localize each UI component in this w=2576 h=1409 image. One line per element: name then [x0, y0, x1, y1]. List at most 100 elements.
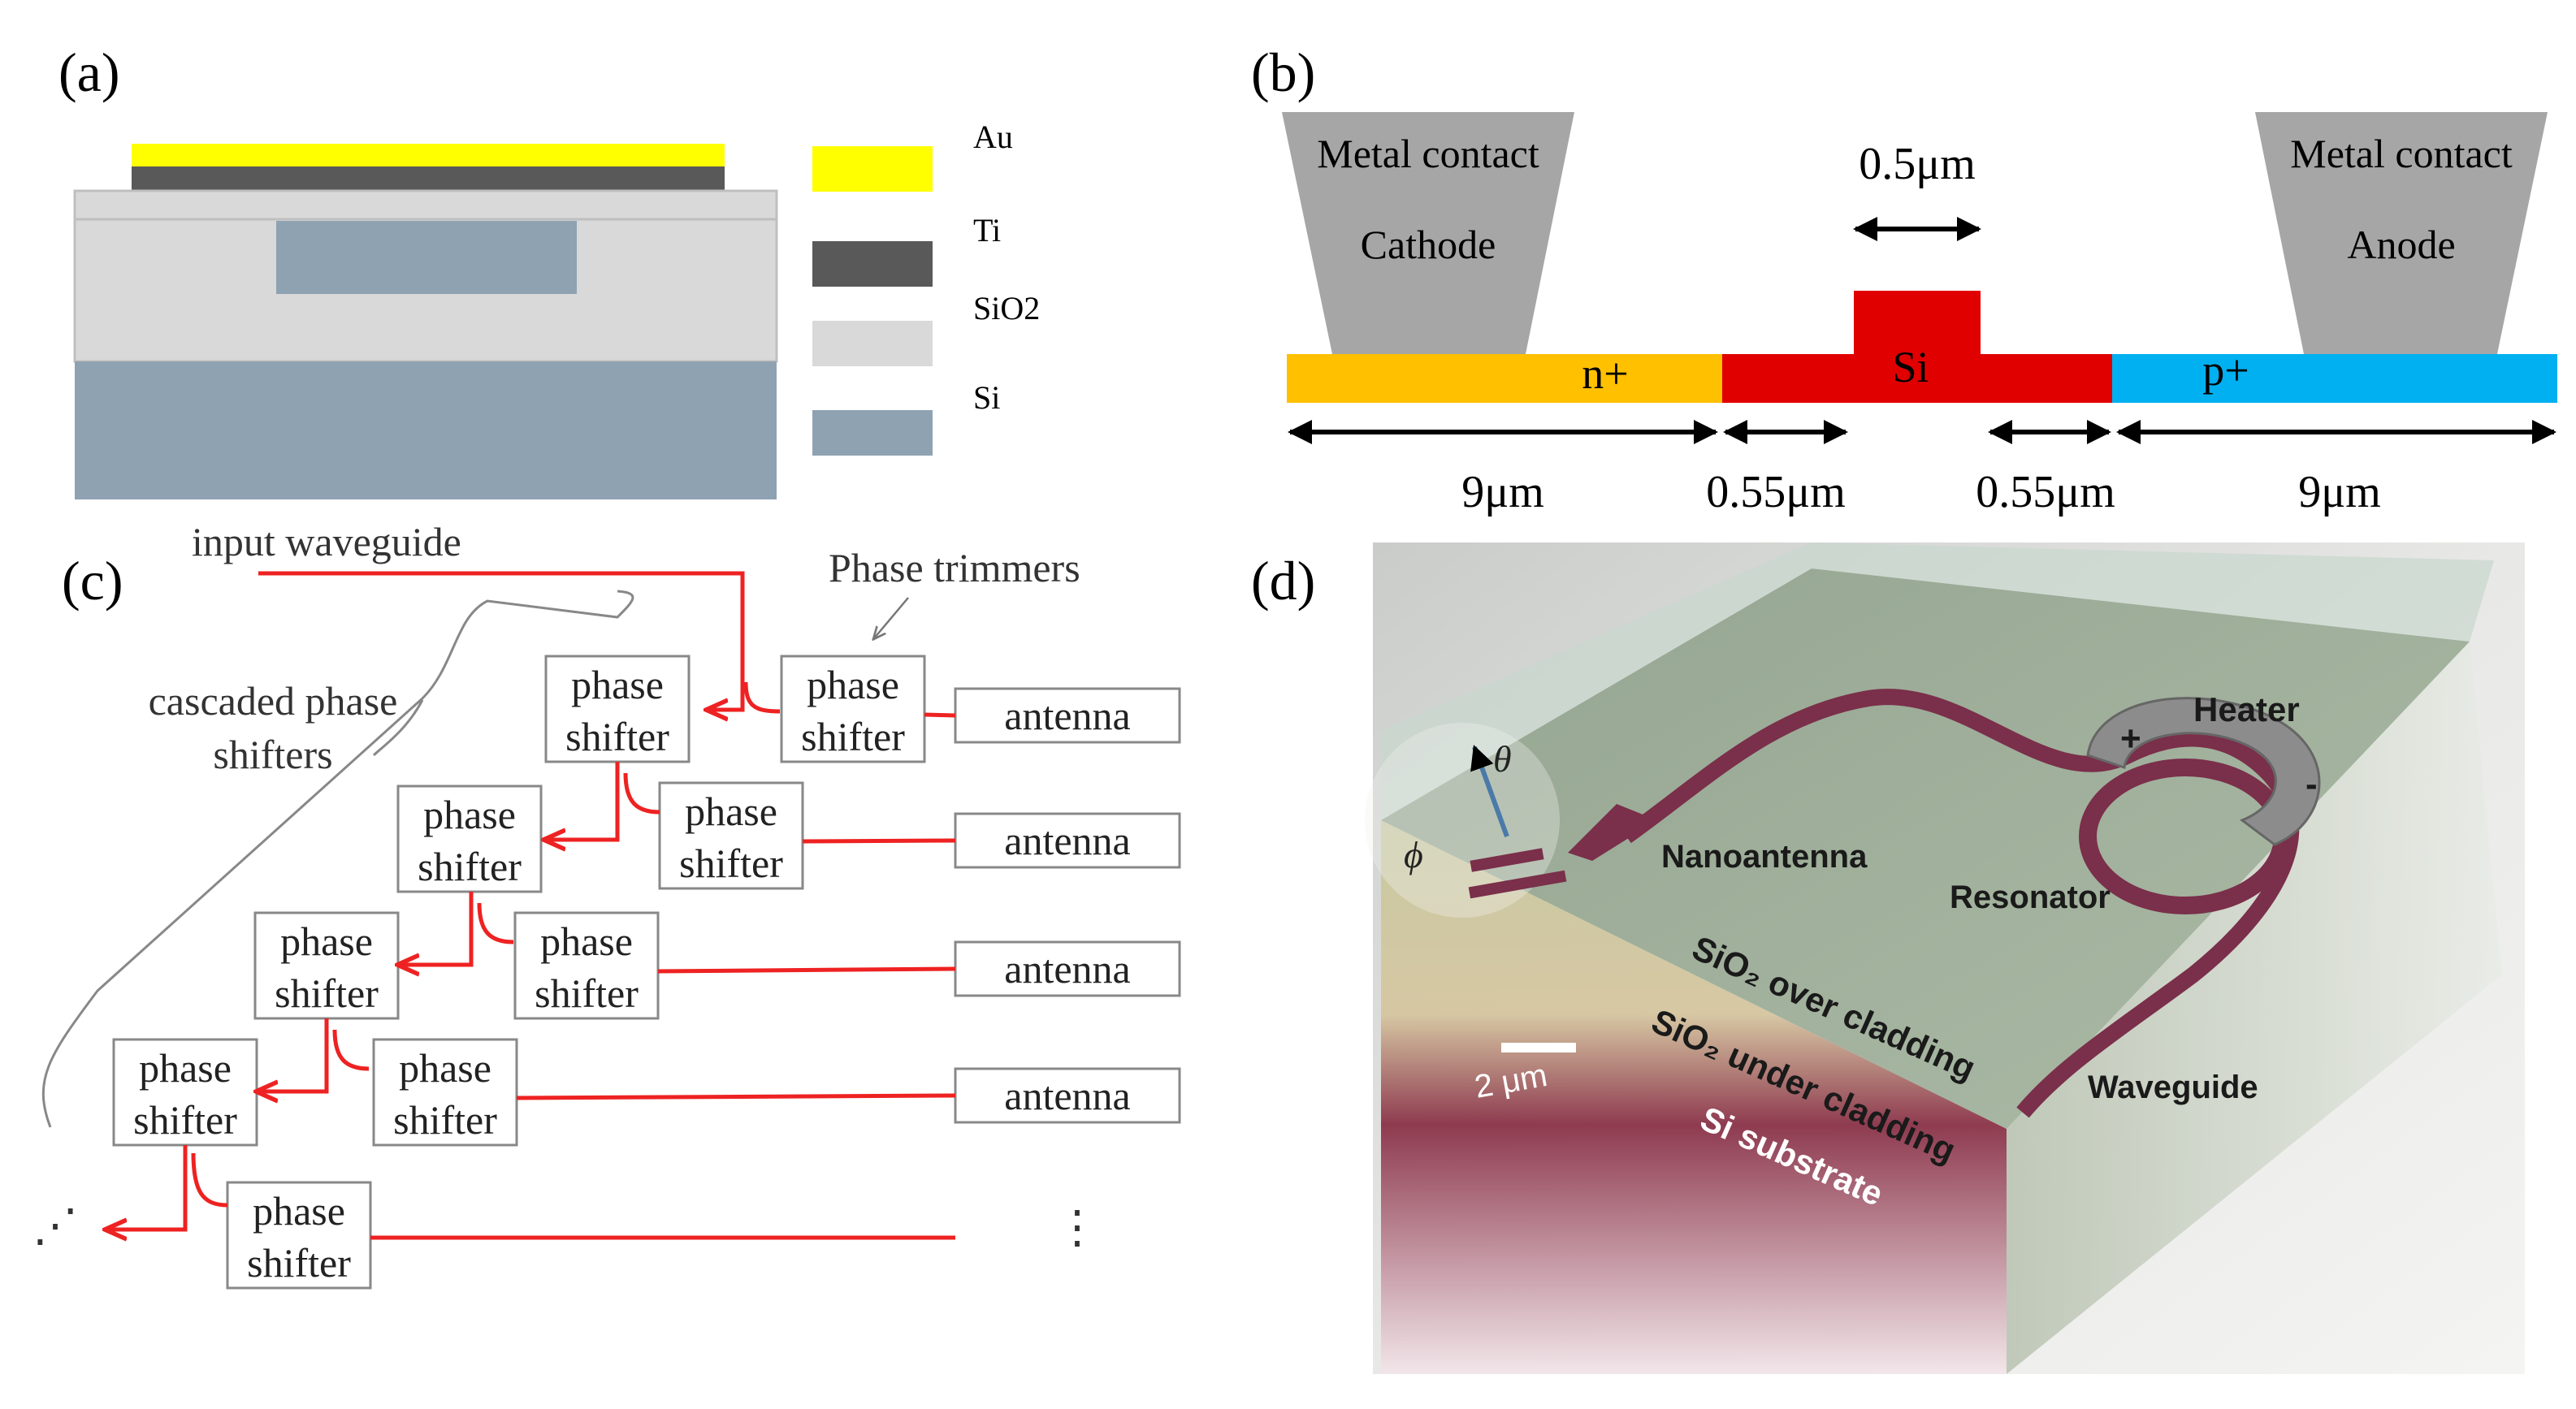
coupler-hook-3	[477, 902, 514, 944]
phase-shifter-network: phase shifter phase shifter antenna phase shif…	[107, 571, 1181, 1290]
p-doped-region	[2112, 354, 2557, 403]
cascaded-phase-shifter-3-label-line2: shifter	[275, 970, 379, 1016]
scale-bar	[1501, 1043, 1576, 1052]
antenna-3	[954, 940, 1181, 997]
coupler-hook-4	[332, 1029, 370, 1071]
trimmer-phase-shifter-3-label-line1: phase	[540, 918, 633, 964]
antenna-3-label: antenna	[1004, 946, 1130, 992]
legend-swatch-ti	[812, 241, 933, 287]
anode-label-line2: Anode	[2347, 222, 2455, 267]
trimmer-phase-shifter-2	[658, 781, 804, 890]
cascaded-phase-shifter-1-label-line2: shifter	[565, 714, 669, 759]
heater-element	[2086, 697, 2321, 846]
trimmer-phase-shifter-1-label-line2: shifter	[801, 714, 905, 759]
coupler-hook-5	[191, 1152, 228, 1208]
ellipsis-left: ⋰	[32, 1201, 78, 1251]
trimmer-phase-shifter-4-label-line1: phase	[399, 1045, 491, 1091]
ti-layer	[132, 166, 725, 191]
chip-front-face	[1381, 820, 2007, 1374]
trimmer-to-antenna-line-3	[657, 966, 956, 974]
resonator-label: Resonator	[1950, 880, 2111, 915]
panel-d-label: (d)	[1251, 550, 1315, 612]
cascaded-phase-shifter-4	[112, 1038, 258, 1147]
p-label: p+	[2202, 346, 2249, 395]
cathode-label-line1: Metal contact	[1317, 131, 1539, 176]
trimmer-phase-shifter-2-label-line1: phase	[685, 789, 777, 834]
cascade-link-2	[400, 892, 474, 965]
cascaded-phase-shifter-2-label-line1: phase	[423, 792, 516, 837]
chip-side-face	[2007, 642, 2502, 1374]
trimmer-phase-shifter-5-label-line1: phase	[253, 1188, 345, 1234]
cathode-label-line2: Cathode	[1361, 222, 1496, 267]
beam-glow	[1365, 723, 1560, 918]
cascaded-phase-shifter-4-label-line2: shifter	[133, 1097, 237, 1143]
n-doped-region	[1287, 354, 1722, 403]
nanoantenna-taper	[1568, 804, 1657, 861]
cathode-contact	[1282, 112, 1574, 354]
cascaded-phase-shifter-1	[544, 655, 691, 763]
panel-a-label: (a)	[58, 41, 119, 103]
cascaded-phase-shifter-2-label-line2: shifter	[418, 844, 522, 889]
trimmer-phase-shifter-1	[780, 655, 926, 763]
cascaded-label-line2: shifters	[213, 732, 332, 777]
dim-label-p: 9μm	[2298, 467, 2381, 517]
coupler-hook-1	[743, 681, 781, 714]
cascaded-brace	[41, 590, 634, 1128]
heater-label: Heater	[2193, 690, 2300, 728]
nanoantenna-bar-1	[1470, 848, 1544, 872]
anode-label-line1: Metal contact	[2290, 131, 2513, 176]
legend-label-ti: Ti	[973, 212, 1001, 249]
cascaded-phase-shifter-3-label-line1: phase	[280, 918, 373, 964]
au-layer	[132, 144, 725, 166]
cascade-link-1	[546, 762, 620, 840]
trimmer-phase-shifter-5-label-line2: shifter	[247, 1240, 351, 1286]
legend-label-au: Au	[973, 119, 1013, 155]
cascaded-phase-shifter-4-label-line1: phase	[139, 1045, 232, 1091]
beam-arrow	[1470, 745, 1509, 838]
si-rib	[1854, 291, 1981, 356]
legend-swatch-si	[812, 410, 933, 456]
phase-trimmers-label: Phase trimmers	[829, 545, 1080, 590]
n-label: n+	[1582, 349, 1628, 398]
input-waveguide-line	[258, 571, 745, 710]
phi-label: ϕ	[1404, 834, 1423, 875]
waveguide-path	[1621, 689, 2300, 1118]
dim-label-n: 9μm	[1461, 467, 1544, 517]
trimmer-phase-shifter-3-label-line2: shifter	[535, 970, 639, 1016]
heater-minus: -	[2305, 764, 2318, 804]
cascaded-phase-shifter-1-label-line1: phase	[571, 662, 664, 707]
cascaded-brace-tip	[372, 699, 424, 757]
panel-b: (b) Metal contact Cathode Metal contact …	[1251, 41, 2557, 517]
panel-d: (d) θ ϕ Heater + - Nanoantenna Resonator…	[1251, 542, 2525, 1374]
cascade-link-4	[107, 1145, 188, 1230]
si-slab	[1722, 354, 2112, 403]
antenna-2-label: antenna	[1004, 818, 1130, 863]
legend-swatch-sio2	[812, 321, 933, 366]
si-waveguide-core	[276, 221, 577, 294]
legend-label-sio2: SiO2	[973, 290, 1040, 326]
anode-contact	[2255, 112, 2548, 354]
trimmer-phase-shifter-4	[372, 1038, 518, 1147]
antenna-4-label: antenna	[1004, 1073, 1130, 1118]
ellipsis-right: ⋮	[1054, 1203, 1100, 1253]
waveguide-label: Waveguide	[2088, 1070, 2258, 1105]
trimmer-phase-shifter-5	[226, 1181, 372, 1290]
trimmer-phase-shifter-3	[513, 911, 660, 1020]
panel-c-label: (c)	[62, 550, 123, 612]
panel-c: (c) input waveguide Phase trimmers casca…	[32, 519, 1181, 1290]
panel-a: (a) Au Ti SiO2 Si	[58, 41, 1040, 499]
trimmer-phase-shifter-2-label-line2: shifter	[679, 841, 783, 886]
phase-trimmers-pointer	[874, 597, 909, 638]
si-label: Si	[1892, 343, 1929, 391]
panel-b-label: (b)	[1251, 41, 1315, 103]
trimmer-phase-shifter-4-label-line2: shifter	[393, 1097, 497, 1143]
rib-width-label: 0.5μm	[1859, 139, 1976, 189]
cascaded-label-line1: cascaded phase	[149, 678, 398, 724]
antenna-1	[954, 687, 1181, 744]
antenna-2	[954, 812, 1181, 869]
dim-label-gap-right: 0.55μm	[1976, 467, 2115, 517]
coupler-hook-2	[623, 772, 660, 815]
cascaded-phase-shifter-3	[253, 911, 400, 1020]
trimmer-to-antenna-line-4	[516, 1093, 956, 1100]
